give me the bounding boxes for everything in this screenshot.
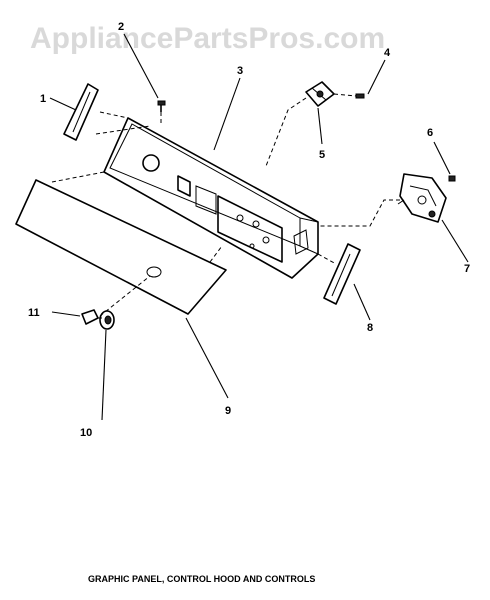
- callout-5: 5: [319, 149, 325, 161]
- callout-9: 9: [225, 405, 231, 417]
- assembly-lines: [51, 93, 400, 319]
- left-end-cap: [63, 83, 99, 141]
- callout-3: 3: [237, 65, 243, 77]
- watermark-text: AppliancePartsPros.com: [30, 22, 385, 55]
- callout-1: 1: [40, 93, 46, 105]
- callout-10: 10: [80, 427, 92, 439]
- control-hood: [103, 117, 319, 279]
- knob-skirt-part-11: [81, 309, 99, 325]
- hood-knob-hole: [142, 154, 160, 172]
- hood-timer-opening: [217, 195, 283, 263]
- callout-2: 2: [118, 21, 124, 33]
- timer-part-7: [397, 173, 447, 223]
- right-end-cap: [323, 243, 361, 305]
- screw-part-4: [355, 93, 365, 99]
- callout-7: 7: [464, 263, 470, 275]
- callouts: 1 2 3 4 5 6 7 8 9 10 11: [28, 21, 470, 439]
- callout-8: 8: [367, 322, 373, 334]
- switch-part-5: [305, 81, 335, 107]
- callout-4: 4: [384, 47, 391, 59]
- diagram-caption: GRAPHIC PANEL, CONTROL HOOD AND CONTROLS: [88, 574, 315, 584]
- hood-cutout: [177, 175, 191, 197]
- graphic-panel: [15, 179, 227, 315]
- screw-part-6: [448, 175, 456, 182]
- screw-part-2: [157, 100, 166, 112]
- callout-6: 6: [427, 127, 433, 139]
- panel-knob-hole: [146, 266, 162, 278]
- callout-11: 11: [28, 307, 40, 319]
